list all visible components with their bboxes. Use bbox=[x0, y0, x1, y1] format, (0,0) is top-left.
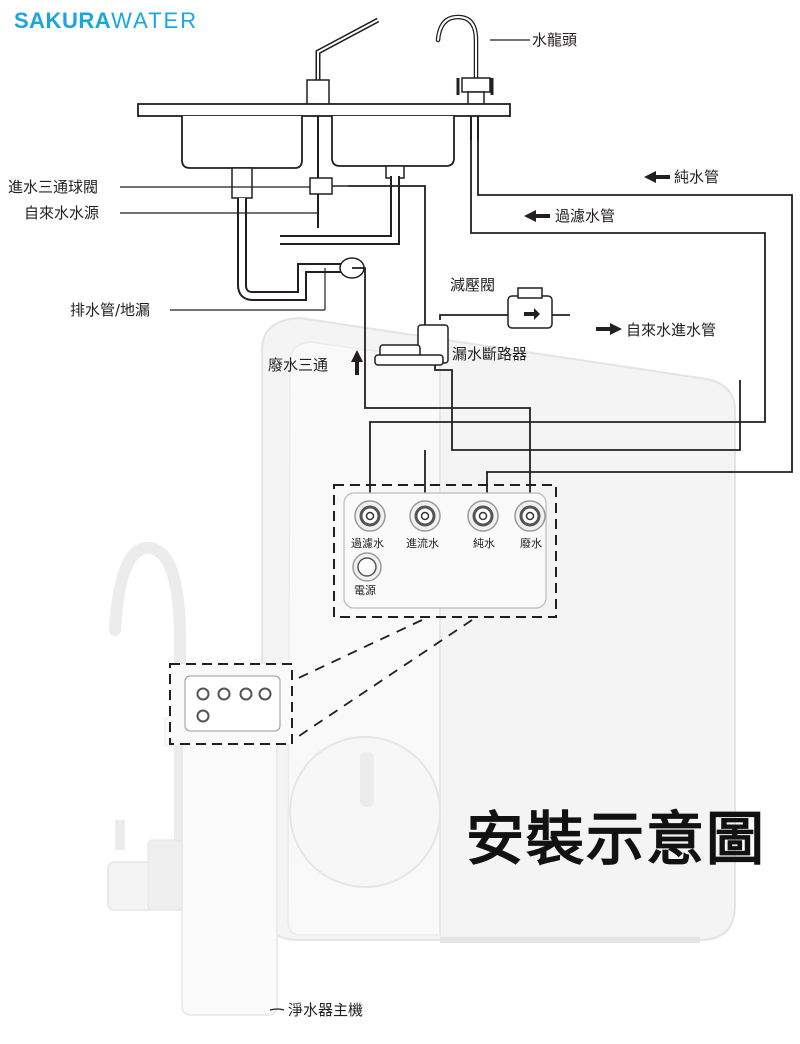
tubing bbox=[348, 140, 793, 505]
label-pressure-valve: 減壓閥 bbox=[450, 276, 496, 294]
label-filtered-pipe: 過濾水管 bbox=[555, 207, 616, 225]
port-label-power: 電源 bbox=[354, 584, 376, 597]
label-faucet: 水龍頭 bbox=[532, 31, 578, 49]
drain-trap bbox=[237, 176, 400, 301]
sink-faucet bbox=[306, 17, 380, 106]
brand-logo: SAKURAWATER bbox=[14, 8, 198, 34]
port-label-waste: 廢水 bbox=[520, 537, 542, 550]
port-label-filtered: 過濾水 bbox=[351, 537, 384, 550]
port-waste-fitting-core bbox=[525, 511, 535, 521]
label-leak-breaker: 漏水斷路器 bbox=[452, 345, 528, 363]
label-waste-tee: 廢水三通 bbox=[268, 356, 329, 374]
port-label-pure: 純水 bbox=[473, 537, 495, 550]
sink bbox=[181, 116, 455, 199]
purifier-unit bbox=[261, 316, 736, 943]
label-drain: 排水管/地漏 bbox=[70, 301, 151, 319]
label-main-unit: 淨水器主機 bbox=[288, 1001, 364, 1019]
small-port-panel bbox=[169, 663, 293, 745]
brand-logo-part2: WATER bbox=[111, 8, 199, 33]
leak-breaker bbox=[374, 324, 449, 366]
label-tee-valve: 進水三通球閥 bbox=[8, 178, 99, 196]
diagram-title: 安裝示意圖 bbox=[466, 805, 767, 873]
ghost-faucet bbox=[107, 541, 278, 1016]
tee-valve bbox=[309, 116, 348, 228]
unit-dial bbox=[289, 736, 441, 888]
port-pure-fitting-core bbox=[478, 511, 488, 521]
countertop bbox=[137, 103, 511, 117]
label-inlet-pipe: 自來水進水管 bbox=[626, 321, 717, 339]
pressure-valve bbox=[507, 287, 553, 329]
port-filtered-fitting-core bbox=[365, 511, 375, 521]
port-power-fitting-inner bbox=[357, 557, 377, 577]
faucet bbox=[435, 14, 494, 140]
brand-logo-part1: SAKURA bbox=[14, 8, 112, 33]
label-pure-pipe: 純水管 bbox=[674, 168, 720, 186]
unit-dial-handle bbox=[360, 752, 374, 807]
flow-arrows bbox=[351, 171, 670, 375]
port-circles bbox=[352, 500, 546, 582]
leader-lines bbox=[120, 39, 530, 311]
zoom-connector bbox=[289, 619, 473, 743]
port-label-inflow: 進流水 bbox=[406, 537, 439, 550]
port-inflow-fitting-core bbox=[420, 511, 430, 521]
label-tap-source: 自來水水源 bbox=[24, 204, 100, 222]
